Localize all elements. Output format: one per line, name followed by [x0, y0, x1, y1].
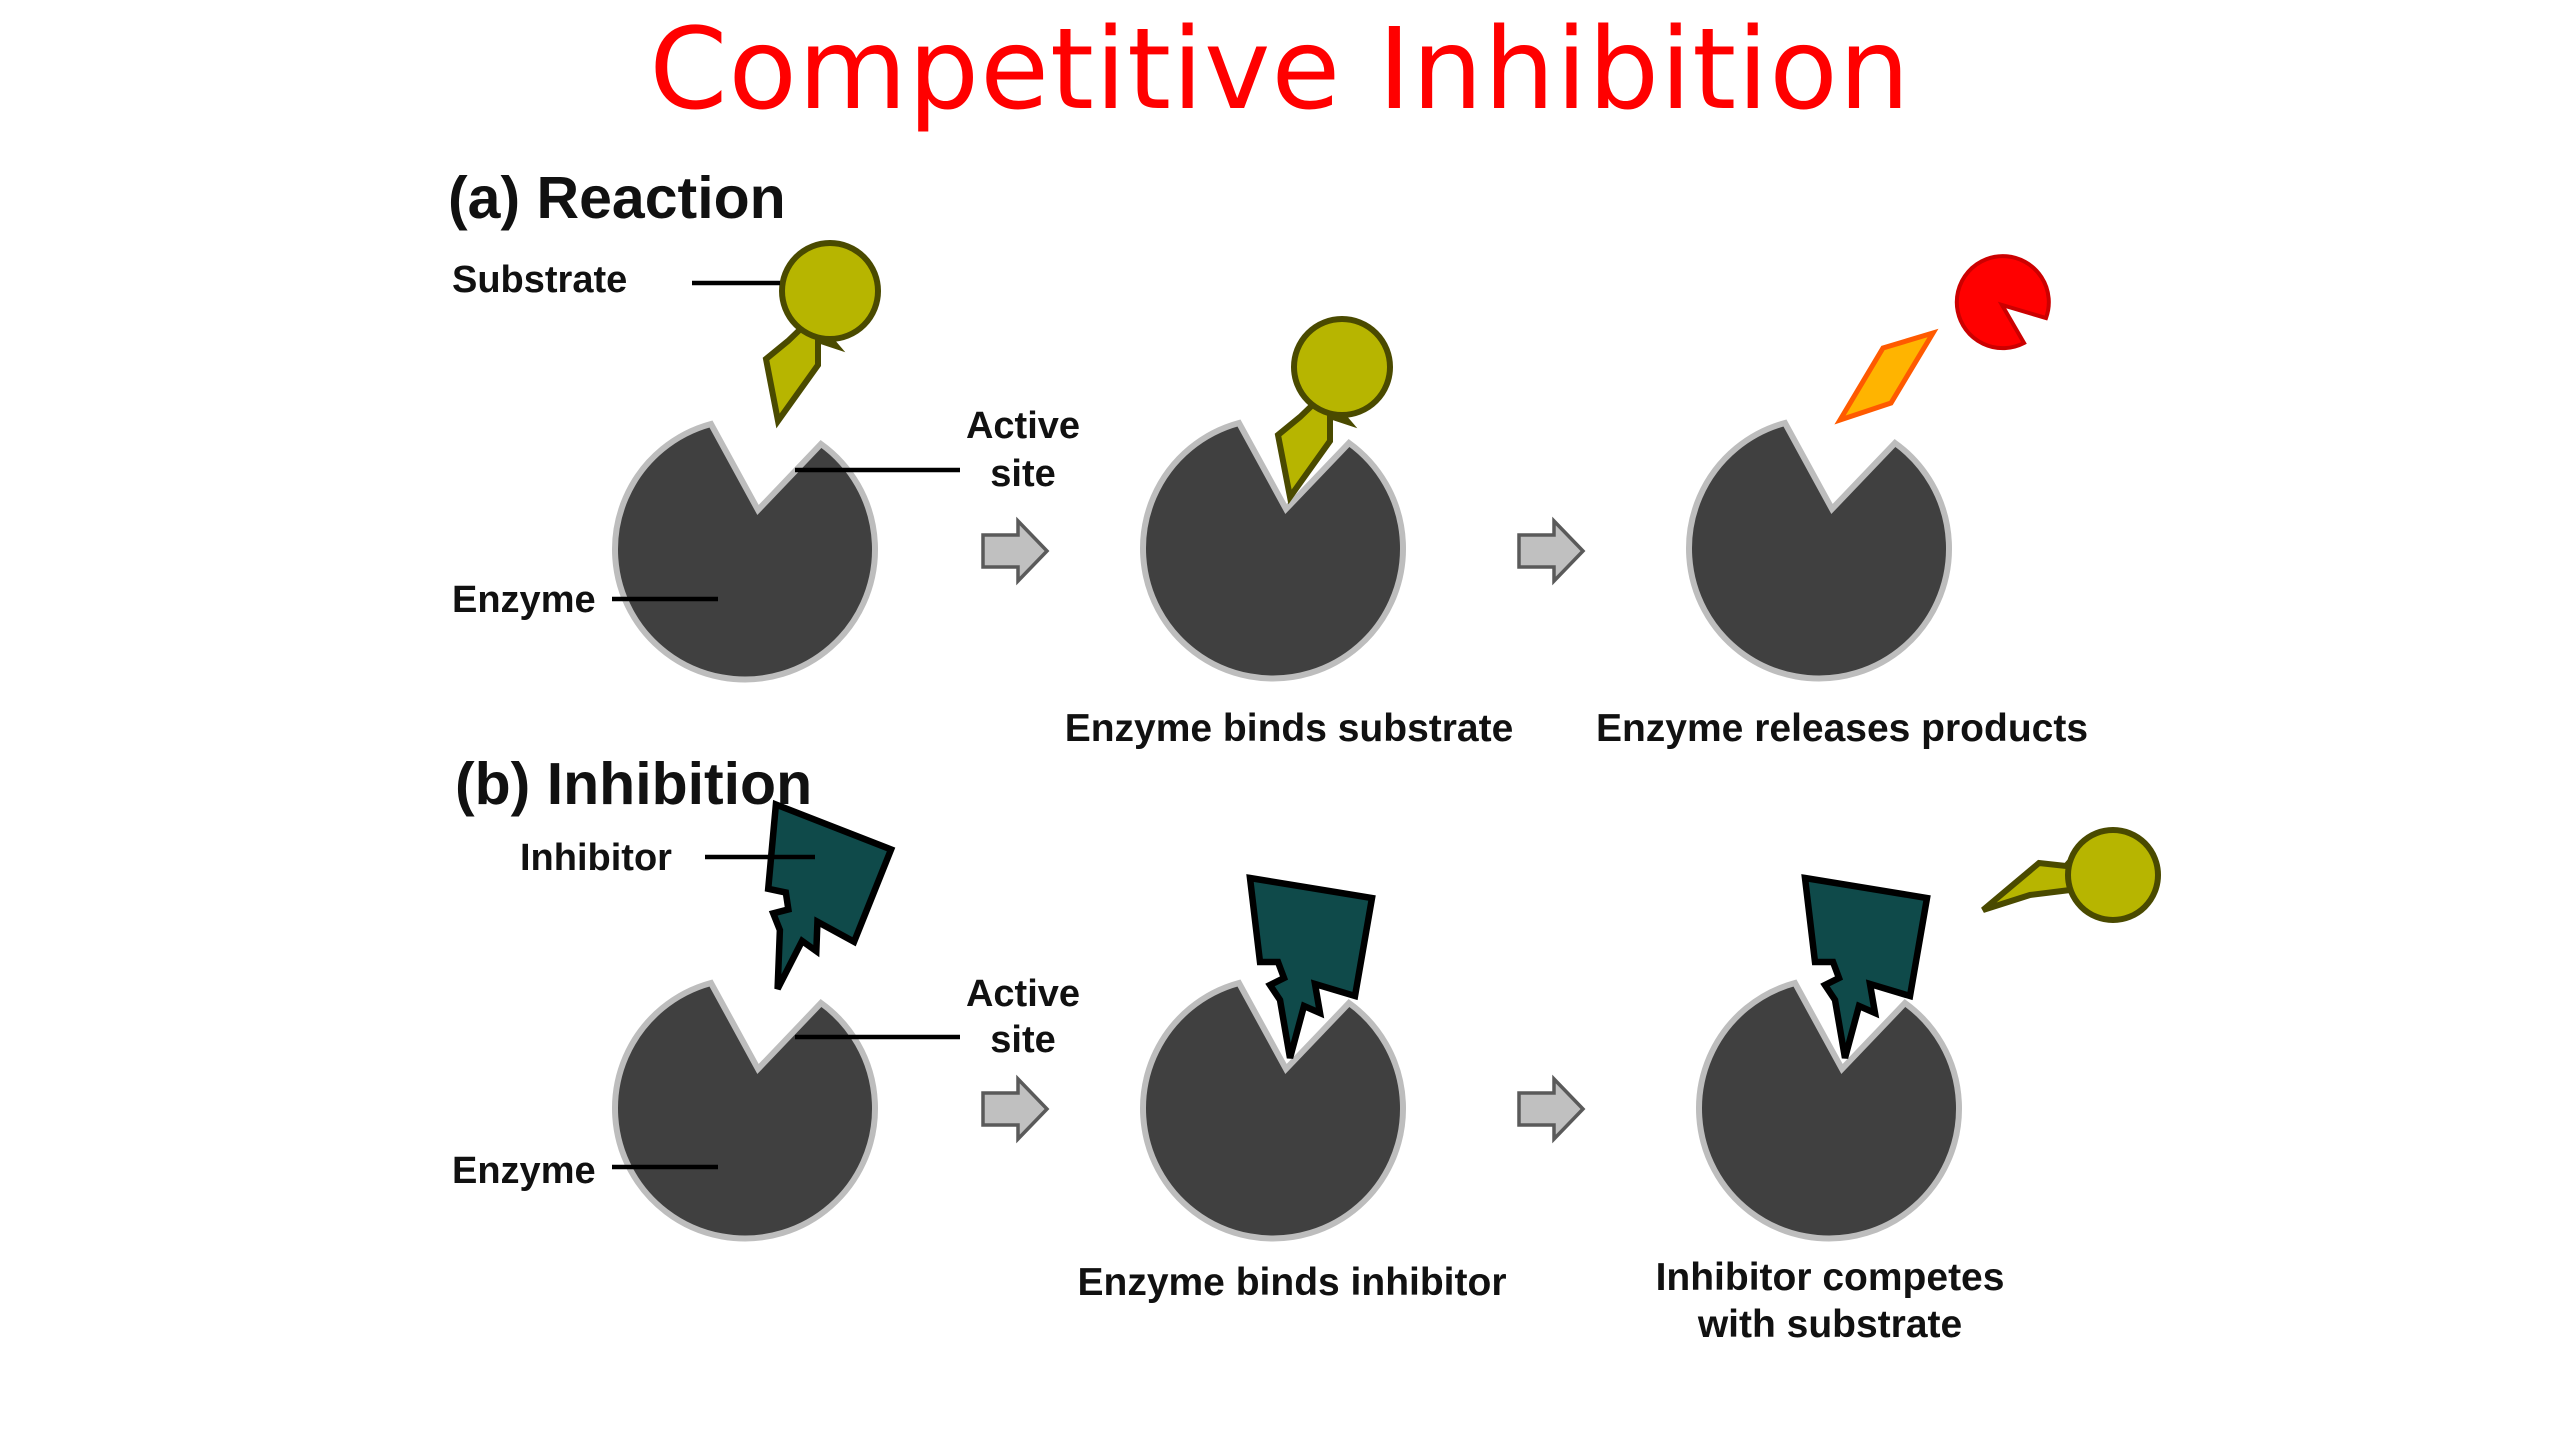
enzyme-icon — [615, 983, 875, 1238]
product-icon — [1834, 328, 1939, 425]
enzyme-label: Enzyme — [452, 1150, 596, 1192]
enzyme-icon — [1689, 423, 1949, 678]
right-arrow-icon — [1517, 519, 1585, 583]
right-arrow-icon — [981, 519, 1049, 583]
inhibitor-label: Inhibitor — [520, 837, 672, 879]
enzyme-icon — [615, 424, 875, 679]
caption-enzyme-binds-substrate: Enzyme binds substrate — [1065, 707, 1514, 750]
enzyme-icon — [1699, 983, 1959, 1238]
enzyme-label: Enzyme — [452, 579, 596, 621]
page-title: Competitive Inhibition — [649, 5, 1911, 135]
substrate-icon — [766, 243, 878, 421]
enzyme-icon — [1143, 983, 1403, 1238]
enzyme-icon — [1143, 423, 1403, 678]
caption-inhibitor-competes-line1: Inhibitor competes — [1656, 1256, 2005, 1299]
active-site-label-line1: Active — [966, 405, 1080, 447]
substrate-icon — [1981, 827, 2161, 923]
inhibitor-icon — [738, 805, 895, 1006]
right-arrow-icon — [1517, 1077, 1585, 1141]
right-arrow-icon — [981, 1077, 1049, 1141]
caption-inhibitor-competes-line2: with substrate — [1697, 1303, 1962, 1346]
substrate-label: Substrate — [452, 259, 627, 301]
product-icon — [1954, 254, 2051, 351]
active-site-label-line1: Active — [966, 973, 1080, 1015]
section-a-heading: (a) Reaction — [448, 165, 786, 231]
section-b-heading: (b) Inhibition — [455, 751, 812, 817]
active-site-label-line2: site — [990, 1019, 1055, 1061]
active-site-label-line2: site — [990, 453, 1055, 495]
caption-enzyme-binds-inhibitor: Enzyme binds inhibitor — [1077, 1261, 1506, 1304]
caption-enzyme-releases-products: Enzyme releases products — [1596, 707, 2088, 750]
